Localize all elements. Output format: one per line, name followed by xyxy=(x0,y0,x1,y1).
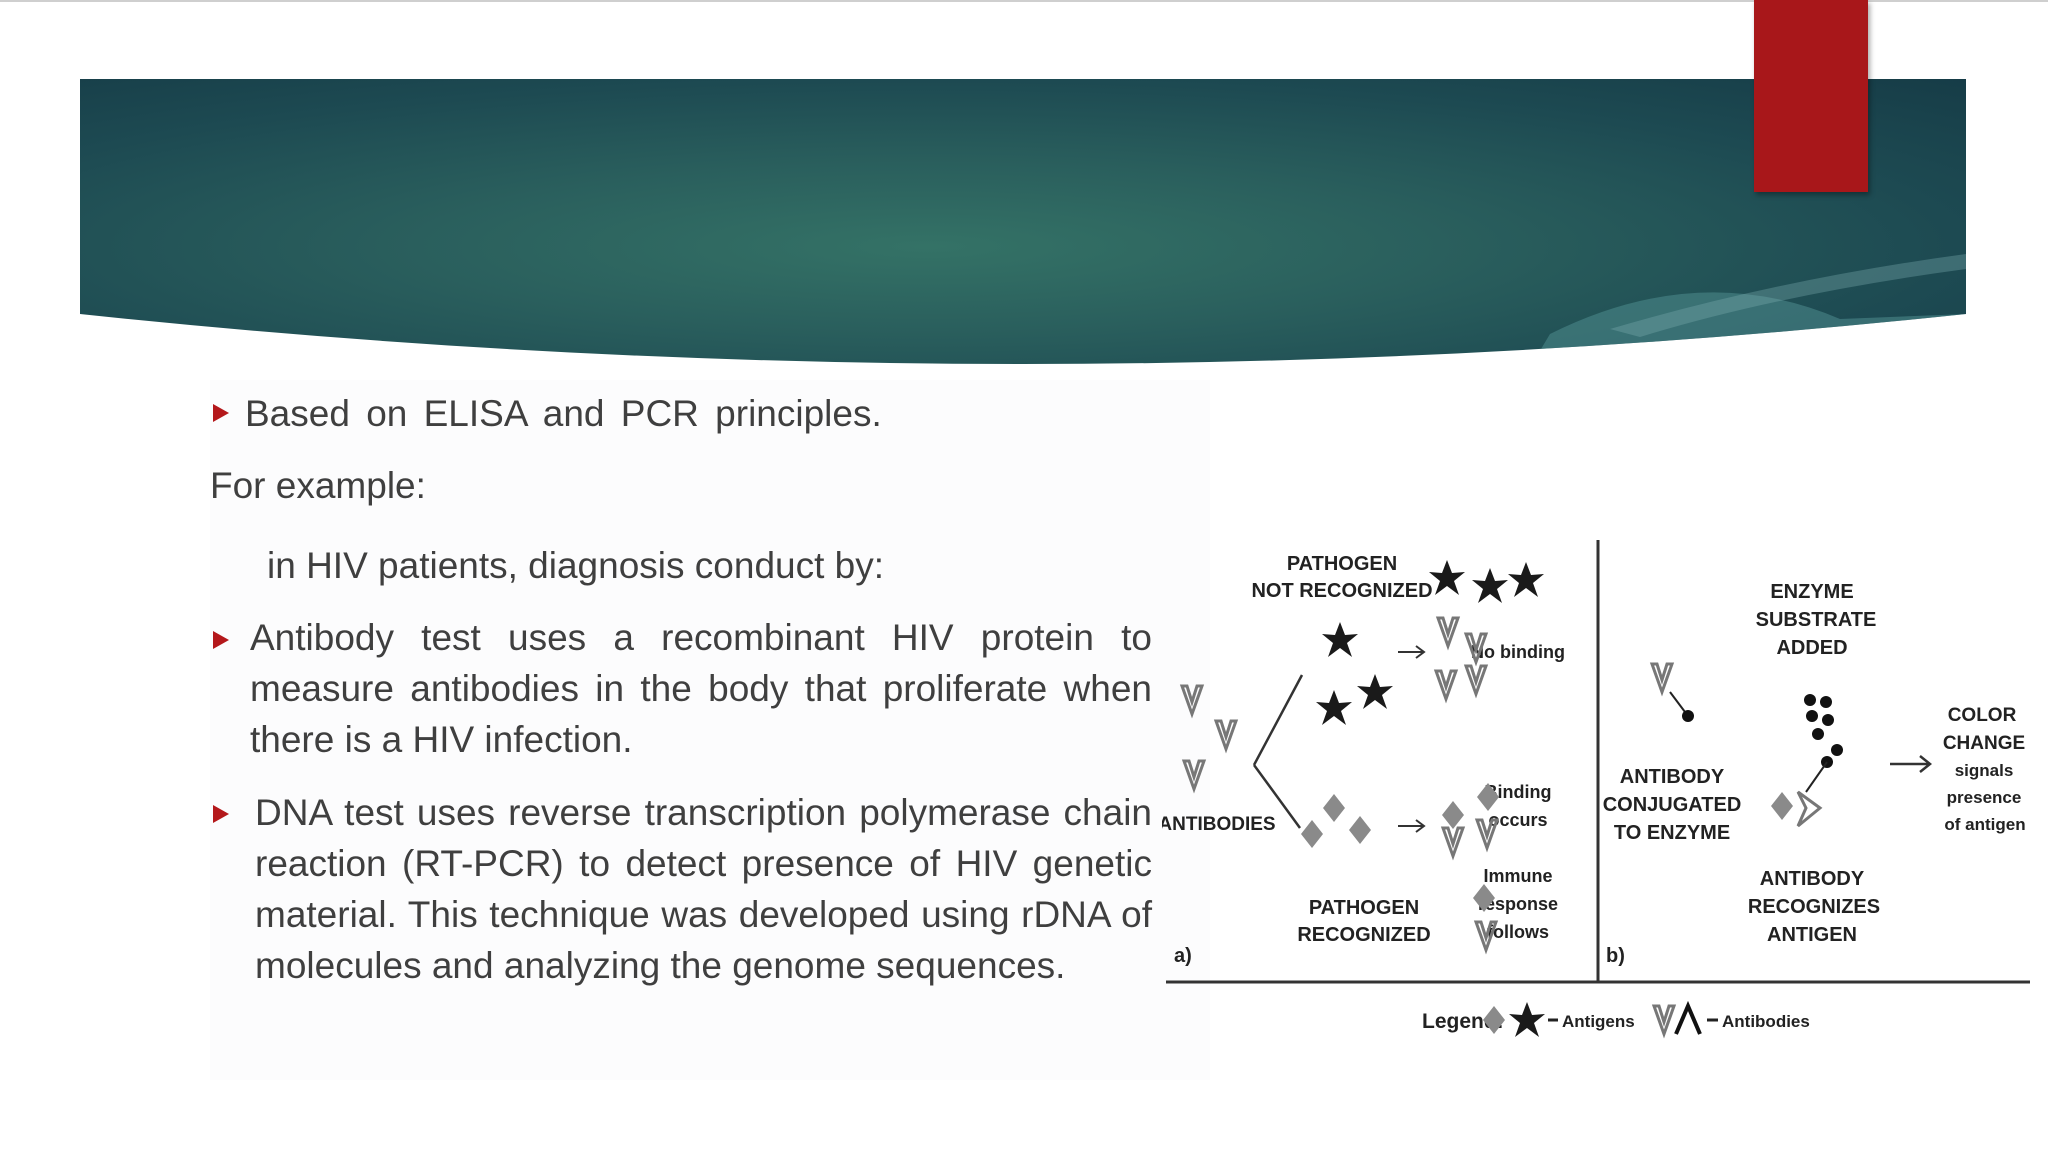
label-pathogen-recognized-2: RECOGNIZED xyxy=(1297,924,1430,946)
elisa-diagram: PATHOGEN NOT RECOGNIZED No binding ANTIB… xyxy=(1158,530,2034,1070)
bullet-text-dna-test: DNA test uses reverse transcription poly… xyxy=(255,792,1152,986)
legend-antigens-label: Antigens xyxy=(1562,1012,1635,1031)
label-recognizes-3: ANTIGEN xyxy=(1767,924,1857,946)
label-pathogen-recognized-1: PATHOGEN xyxy=(1309,897,1419,919)
label-color-3: signals xyxy=(1955,761,2014,780)
label-recognizes-1: ANTIBODY xyxy=(1760,868,1865,890)
header-banner xyxy=(80,79,1966,384)
hiv-intro-text: in HIV patients, diagnosis conduct by: xyxy=(267,545,885,586)
label-pathogen-not-recognized-1: PATHOGEN xyxy=(1287,553,1397,575)
label-binding-1: Binding xyxy=(1485,782,1552,802)
legend-title: Legend: xyxy=(1422,1010,1504,1033)
label-pathogen-not-recognized-2: NOT RECOGNIZED xyxy=(1251,580,1432,602)
label-conjugated-1: ANTIBODY xyxy=(1620,766,1725,788)
label-enzyme-2: SUBSTRATE xyxy=(1756,609,1877,631)
label-panel-a: a) xyxy=(1174,945,1192,967)
label-antibodies: ANTIBODIES xyxy=(1162,814,1276,835)
label-recognizes-2: RECOGNIZES xyxy=(1748,896,1880,918)
label-color-1: COLOR xyxy=(1948,705,2017,726)
bullet-arrow-icon xyxy=(213,631,229,649)
label-binding-2: occurs xyxy=(1488,810,1547,830)
label-conjugated-3: TO ENZYME xyxy=(1614,822,1730,844)
bullet-arrow-icon xyxy=(213,404,229,422)
label-immune-1: Immune xyxy=(1483,866,1552,886)
label-enzyme-1: ENZYME xyxy=(1770,581,1853,603)
label-immune-2: response xyxy=(1478,894,1558,914)
legend-antibodies-label: Antibodies xyxy=(1722,1012,1810,1031)
bullet-arrow-icon xyxy=(213,805,229,823)
label-enzyme-3: ADDED xyxy=(1776,637,1847,659)
bullet-text-antibody-test: Antibody test uses a recombinant HIV pro… xyxy=(250,617,1152,760)
bullet-text-elisa-pcr: Based on ELISA and PCR principles. xyxy=(245,393,882,434)
content-area xyxy=(210,380,1210,1080)
elisa-diagram-svg: PATHOGEN NOT RECOGNIZED No binding ANTIB… xyxy=(1158,540,2030,1037)
banner-wave-decoration xyxy=(80,79,1966,384)
label-immune-3: follows xyxy=(1487,922,1549,942)
label-color-4: presence xyxy=(1947,788,2022,807)
red-accent-tab xyxy=(1754,0,1868,192)
label-panel-b: b) xyxy=(1606,945,1625,967)
label-conjugated-2: CONJUGATED xyxy=(1603,794,1742,816)
label-color-2: CHANGE xyxy=(1943,733,2025,754)
top-border xyxy=(0,0,2048,2)
label-no-binding: No binding xyxy=(1471,642,1565,662)
label-color-5: of antigen xyxy=(1944,815,2025,834)
for-example-text: For example: xyxy=(210,465,426,506)
